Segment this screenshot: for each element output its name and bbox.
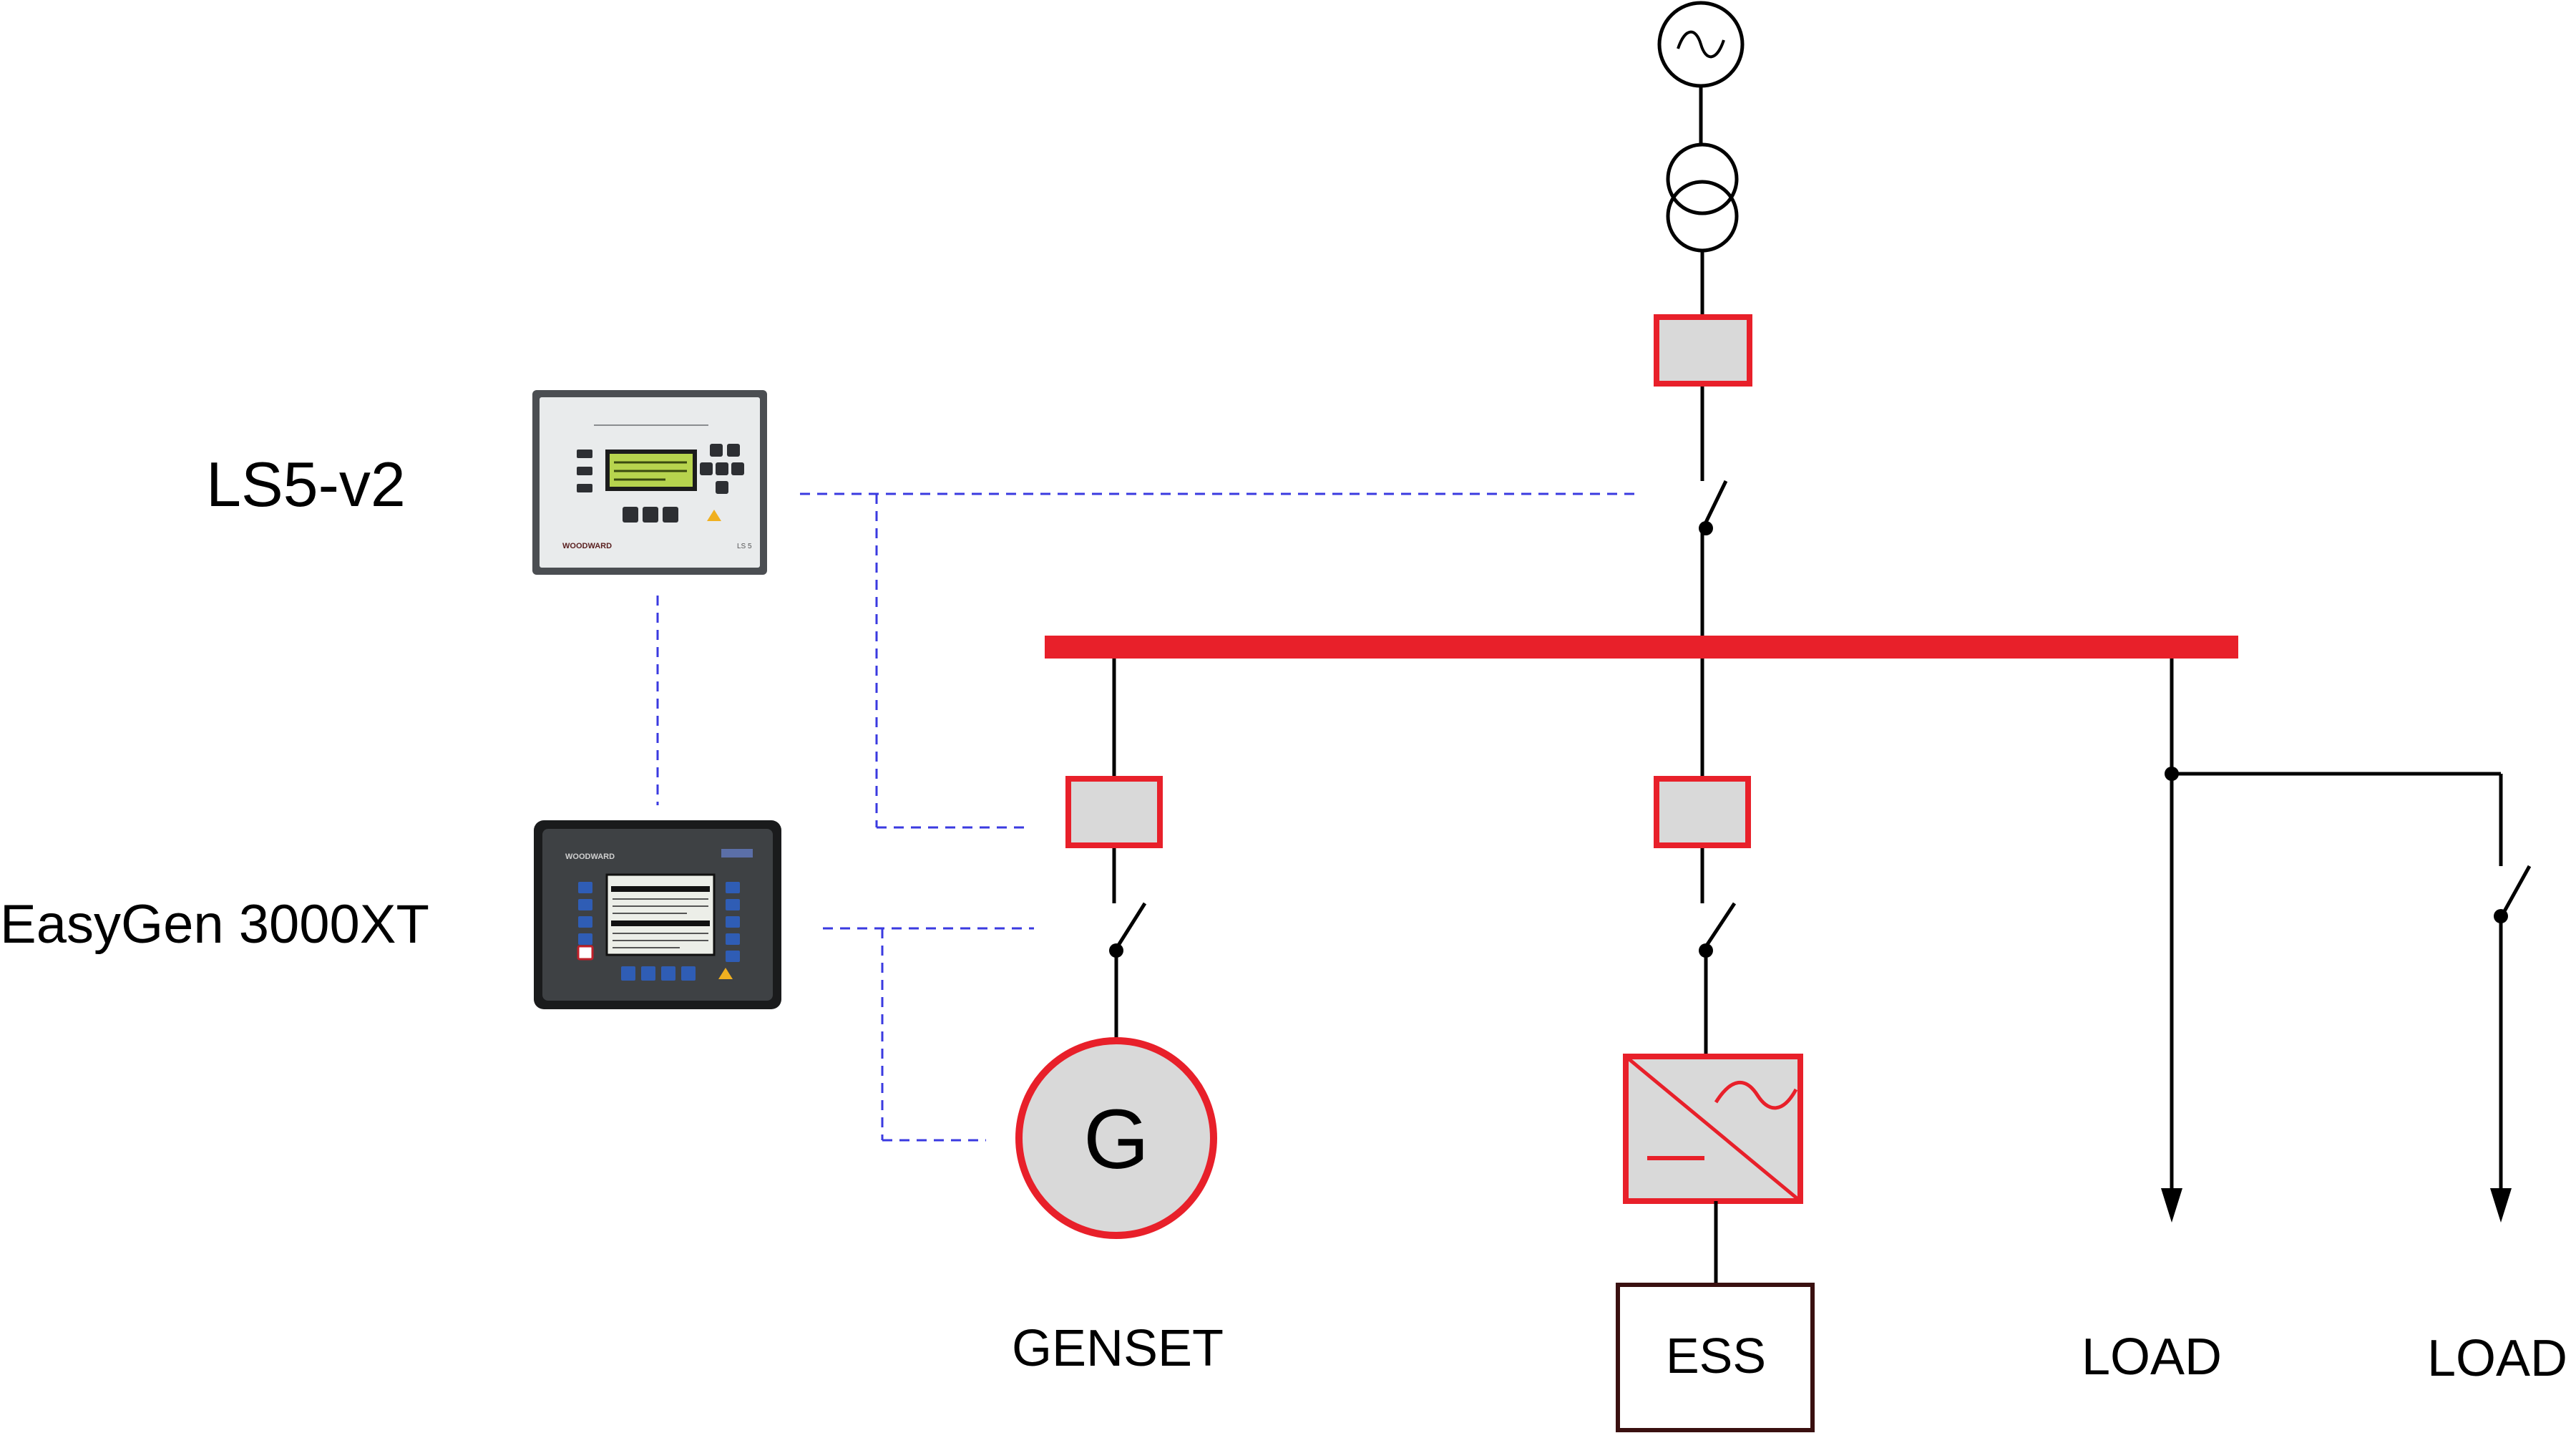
genset-breaker xyxy=(1065,776,1163,848)
load-label-1: LOAD xyxy=(2082,1328,2222,1386)
ls5-label: LS5-v2 xyxy=(206,449,406,520)
easygen-device: WOODWARD xyxy=(534,820,781,1009)
genset-switch-pivot xyxy=(1109,943,1123,958)
genset-label: GENSET xyxy=(1012,1320,1224,1377)
generator-symbol: G xyxy=(1083,1092,1149,1187)
ess-label: ESS xyxy=(1666,1328,1766,1384)
ess-switch-pivot xyxy=(1699,943,1713,958)
genset-switch-blade xyxy=(1112,902,1147,953)
easygen-label: EasyGen 3000XT xyxy=(0,894,429,955)
ess-breaker xyxy=(1654,776,1751,848)
ess-box xyxy=(1616,1283,1815,1432)
load-label-2: LOAD xyxy=(2427,1330,2567,1387)
control-links xyxy=(656,492,1639,1142)
generator-icon xyxy=(1015,1037,1217,1239)
arrow-down-icon xyxy=(2490,1188,2512,1223)
transformer-icon xyxy=(1666,142,1739,253)
busbar xyxy=(1045,636,2238,659)
load-switch-blade xyxy=(2499,865,2532,919)
dc-ac-converter-icon xyxy=(1623,1054,1803,1204)
main-breaker xyxy=(1654,314,1752,387)
easygen-brand: WOODWARD xyxy=(565,852,615,861)
ac-source-icon xyxy=(1657,1,1745,88)
ls5-brand: WOODWARD xyxy=(562,542,612,550)
ls5-device: WOODWARD LS 5 xyxy=(532,390,767,575)
load-switch-pivot xyxy=(2494,909,2508,923)
arrow-down-icon xyxy=(2161,1188,2182,1223)
ls5-model-tag: LS 5 xyxy=(737,543,752,550)
